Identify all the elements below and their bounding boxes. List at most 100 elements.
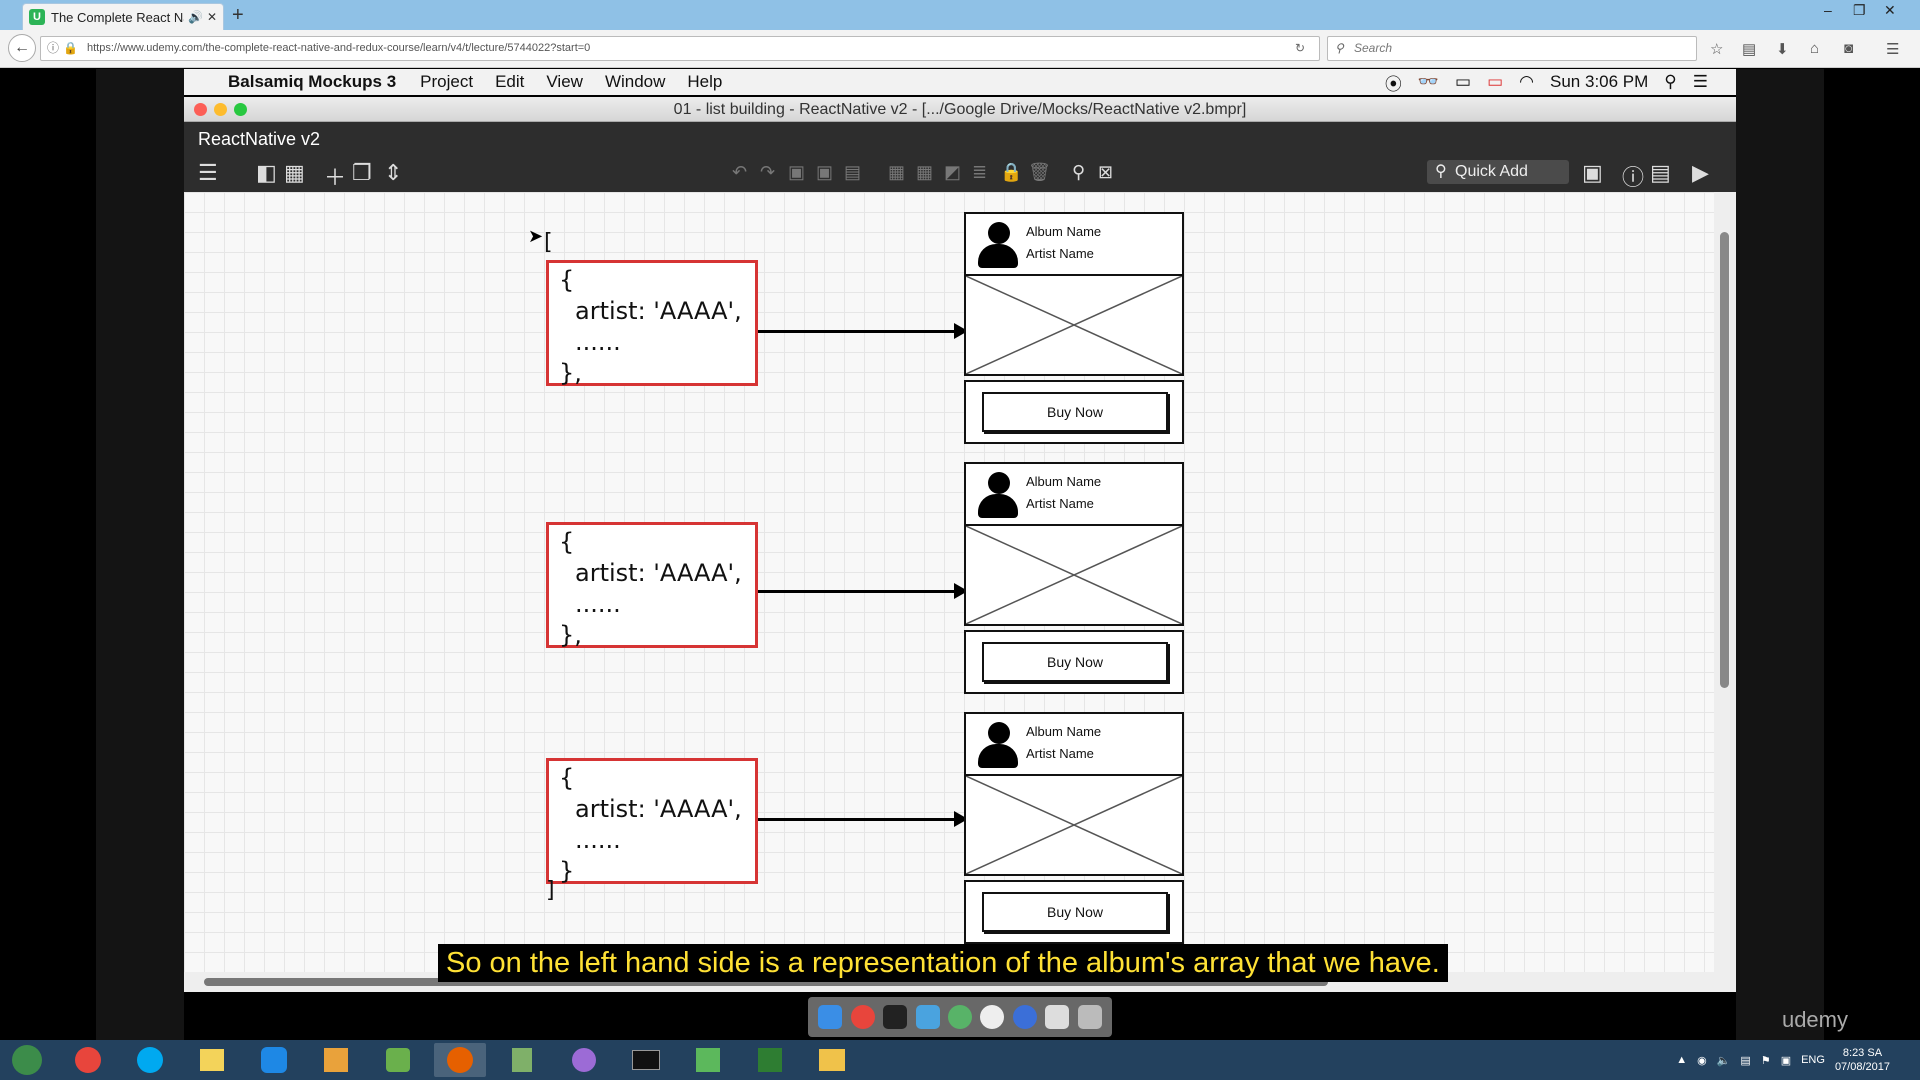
minimize-traffic-light-icon[interactable]	[214, 103, 227, 116]
skype-taskbar-icon[interactable]	[124, 1043, 176, 1077]
sticky-taskbar-icon[interactable]	[310, 1043, 362, 1077]
redo-icon[interactable]: ↷	[760, 162, 776, 182]
info-panel-icon[interactable]: ⓘ	[1622, 165, 1645, 190]
library-icon[interactable]: ▤	[1742, 41, 1757, 58]
vertical-scroll-thumb[interactable]	[1720, 232, 1729, 688]
reload-icon[interactable]: ↻	[1295, 41, 1306, 55]
buy-now-button[interactable]: Buy Now	[982, 892, 1168, 932]
panel-toggle-icon[interactable]: ◧	[256, 160, 277, 185]
terminal-icon[interactable]	[883, 1005, 908, 1029]
chrome-icon[interactable]	[850, 1005, 875, 1029]
battery-icon[interactable]: ▭	[1487, 72, 1504, 91]
restore-icon[interactable]: ❐	[1853, 2, 1866, 18]
quick-add-input[interactable]: ⚲ Quick Add	[1427, 160, 1569, 184]
mac-clock[interactable]: Sun 3:06 PM	[1550, 72, 1649, 91]
album-card[interactable]: Album Name Artist Name Buy Now	[964, 212, 1184, 444]
android-studio-taskbar-icon[interactable]	[372, 1043, 424, 1077]
trash-dock-icon[interactable]	[1077, 1005, 1102, 1029]
copy-icon[interactable]: ▣	[788, 162, 806, 182]
add-icon[interactable]: ＋	[324, 165, 347, 190]
paint-taskbar-icon[interactable]	[558, 1043, 610, 1077]
start-button[interactable]	[2, 1043, 52, 1077]
new-tab-button[interactable]: +	[232, 4, 244, 26]
chrome-taskbar-icon[interactable]	[62, 1043, 114, 1077]
paste-icon[interactable]: ▤	[844, 162, 862, 182]
bring-front-icon[interactable]: ◩	[944, 162, 962, 182]
menu-window[interactable]: Window	[604, 72, 666, 91]
network-icon[interactable]: ▣	[1780, 1054, 1792, 1067]
flag-icon[interactable]: ⚑	[1760, 1054, 1771, 1067]
documents-icon[interactable]	[1045, 1005, 1070, 1029]
grid-view-icon[interactable]: ▦	[284, 160, 305, 185]
airplay-icon[interactable]: ▭	[1455, 72, 1472, 91]
find-icon[interactable]: ⚲	[1072, 162, 1086, 182]
array-object-box[interactable]: { artist: 'AAAA', ...... }	[546, 758, 758, 885]
ungroup-icon[interactable]: ▦	[916, 162, 934, 182]
presentation-icon[interactable]: ▶	[1692, 160, 1709, 185]
minimize-icon[interactable]: –	[1824, 2, 1832, 18]
buy-now-button[interactable]: Buy Now	[982, 392, 1168, 432]
url-bar[interactable]: ⓘ 🔒 https://www.udemy.com/the-complete-r…	[40, 36, 1320, 61]
vertical-scrollbar[interactable]	[1714, 192, 1736, 972]
menu-icon[interactable]: ☰	[1886, 41, 1900, 58]
properties-icon[interactable]: ▤	[1650, 160, 1671, 185]
zalo-taskbar-icon[interactable]	[248, 1043, 300, 1077]
back-button[interactable]: ←	[8, 34, 36, 62]
emoji-app-icon[interactable]	[980, 1005, 1005, 1029]
undo-icon[interactable]: ↶	[732, 162, 748, 182]
tray-expand-icon[interactable]: ▲	[1676, 1054, 1688, 1066]
atom-icon[interactable]	[947, 1005, 972, 1029]
ui-library-icon[interactable]: ▣	[1582, 160, 1603, 185]
cut-icon[interactable]: ▣	[816, 162, 834, 182]
menu-help[interactable]: Help	[687, 72, 723, 91]
hamburger-menu-icon[interactable]: ☰	[198, 160, 218, 185]
tray-app-icon[interactable]: ◉	[1697, 1054, 1707, 1067]
symbols-icon[interactable]: ⊠	[1098, 162, 1114, 182]
home-icon[interactable]: ⌂	[1810, 40, 1820, 57]
record-icon[interactable]: ⦿	[1384, 74, 1402, 94]
array-object-box[interactable]: { artist: 'AAAA', ...... },	[546, 522, 758, 649]
cmd-taskbar-icon[interactable]	[620, 1043, 672, 1077]
menu-project[interactable]: Project	[420, 72, 474, 91]
notification-center-icon[interactable]: ☰	[1692, 72, 1708, 91]
spotlight-icon[interactable]: ⚲	[1664, 72, 1677, 91]
array-object-box[interactable]: { artist: 'AAAA', ...... },	[546, 260, 758, 387]
close-tab-icon[interactable]: ✕	[206, 10, 217, 24]
file-explorer-taskbar-icon[interactable]	[806, 1043, 858, 1077]
language-indicator[interactable]: ENG	[1801, 1054, 1825, 1066]
buy-now-button[interactable]: Buy Now	[982, 642, 1168, 682]
zoom-traffic-light-icon[interactable]	[234, 103, 247, 116]
group-icon[interactable]: ▦	[888, 162, 906, 182]
duplicate-icon[interactable]: ❐	[352, 160, 372, 185]
horizontal-scroll-thumb[interactable]	[204, 978, 1328, 986]
tray-notes-icon[interactable]: ▤	[1740, 1054, 1751, 1067]
finder-icon[interactable]	[818, 1005, 843, 1029]
download-icon[interactable]: ⬇	[1776, 41, 1789, 58]
search-input[interactable]: ⚲ Search	[1327, 36, 1697, 61]
lock-toggle-icon[interactable]: 🔒	[1000, 162, 1023, 182]
pocket-icon[interactable]: ◙	[1844, 40, 1854, 57]
home-app-taskbar-icon[interactable]	[682, 1043, 734, 1077]
xcode-icon[interactable]	[915, 1005, 940, 1029]
menu-app-name[interactable]: Balsamiq Mockups 3	[228, 72, 397, 91]
trash-icon[interactable]: 🗑	[1028, 162, 1051, 182]
info-icon[interactable]: ⓘ	[47, 41, 60, 55]
volume-icon[interactable]: 🔈	[1716, 1054, 1731, 1067]
taskbar-clock[interactable]: 8:23 SA 07/08/2017	[1835, 1046, 1890, 1074]
album-card[interactable]: Album Name Artist Name Buy Now	[964, 462, 1184, 694]
bookmark-star-icon[interactable]: ☆	[1710, 41, 1724, 58]
arrange-icon[interactable]: ⇕	[384, 160, 403, 185]
menu-view[interactable]: View	[546, 72, 583, 91]
align-icon[interactable]: ≣	[972, 162, 988, 182]
mockup-canvas[interactable]: [ ➤ { artist: 'AAAA', ...... }, { artist…	[184, 192, 1736, 992]
firefox-taskbar-icon[interactable]	[434, 1043, 486, 1077]
close-window-icon[interactable]: ✕	[1884, 2, 1896, 18]
tab-active[interactable]: U The Complete React Nat 🔊 ✕	[22, 3, 224, 30]
close-traffic-light-icon[interactable]	[194, 103, 207, 116]
notes-taskbar-icon[interactable]	[186, 1043, 238, 1077]
speaker-icon[interactable]: 🔊	[187, 10, 203, 24]
simulator-icon[interactable]	[1012, 1005, 1037, 1029]
wifi-icon[interactable]: ◠	[1519, 72, 1535, 91]
app-taskbar-icon[interactable]	[496, 1043, 548, 1077]
menu-edit[interactable]: Edit	[495, 72, 525, 91]
